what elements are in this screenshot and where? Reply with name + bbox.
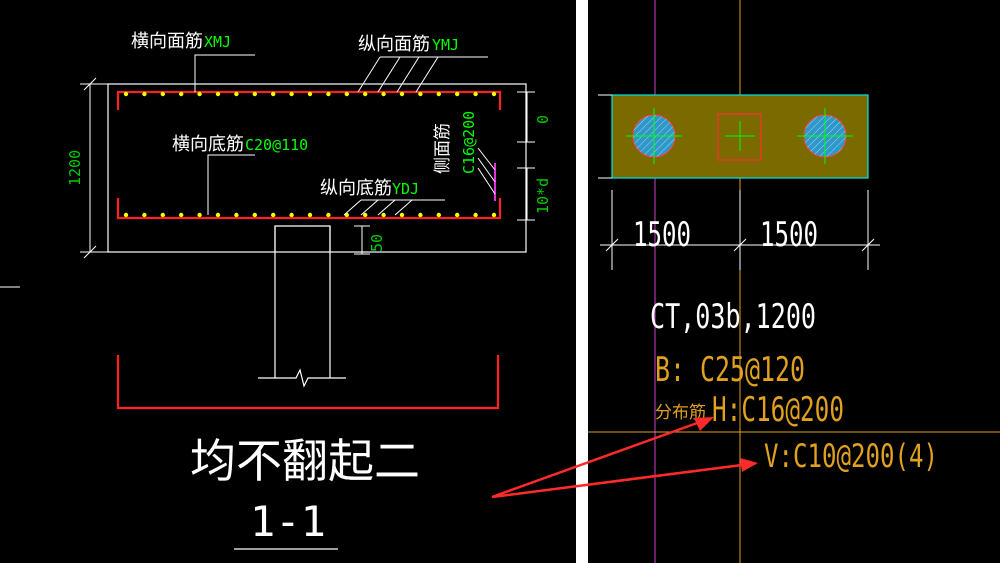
rebar-dot	[418, 91, 423, 97]
rebar-dot	[197, 212, 202, 218]
break-line	[258, 368, 346, 388]
rebar-dot	[363, 212, 368, 218]
rebar-dot	[491, 212, 497, 218]
rebar-dot	[326, 212, 331, 218]
bottom-rebar	[116, 198, 502, 220]
bottom-longitudinal-label: 纵向底筋	[320, 178, 392, 199]
rebar-dot	[418, 212, 423, 218]
horizontal-rebar-spec: H:C16@200	[712, 390, 844, 430]
rebar-dot	[271, 212, 276, 218]
rebar-dot	[123, 212, 129, 218]
rebar-dot	[455, 212, 460, 218]
rebar-dot	[160, 91, 165, 97]
top-longitudinal-code: YMJ	[432, 36, 459, 54]
rebar-dot	[307, 212, 313, 218]
rebar-dot	[344, 91, 349, 97]
column-gap-dimension: 50	[368, 234, 386, 252]
rebar-dot	[142, 91, 147, 97]
rebar-dot	[252, 91, 257, 97]
rebar-dot	[473, 91, 478, 97]
rebar-dot	[289, 91, 294, 97]
rebar-dot	[491, 91, 497, 97]
rebar-dot	[455, 91, 460, 97]
lower-rebar-outline	[116, 355, 500, 410]
rebar-dot	[289, 212, 294, 218]
rebar-dot	[197, 91, 202, 97]
rebar-dot	[473, 212, 478, 218]
dimension-lines	[80, 77, 535, 259]
plan-view: 1500 1500 CT,03b,1200 B: C25@120 分布筋 H:C…	[588, 0, 1000, 563]
leader-lines	[194, 54, 496, 216]
bottom-transverse-code: C20@110	[245, 136, 308, 154]
bottom-rebar-dots	[123, 212, 497, 218]
rebar-dot	[123, 91, 129, 97]
bottom-transverse-label: 横向底筋	[172, 134, 244, 155]
rebar-dot	[326, 91, 331, 97]
side-bar-label: 侧面筋	[433, 123, 453, 174]
annotation-arrows	[491, 417, 758, 499]
top-rebar	[116, 90, 502, 110]
pile-centerlines	[626, 108, 853, 164]
rebar-dot	[179, 91, 184, 97]
section-view: 横向面筋 XMJ 纵向面筋 YMJ 横向底筋 C20@110 纵向底筋 YDJ …	[0, 31, 552, 550]
rebar-dot	[215, 212, 221, 218]
rebar-dot	[436, 212, 441, 218]
rebar-dot	[381, 212, 386, 218]
caption-note: 均不翻起二	[190, 434, 420, 488]
plan-dim-left: 1500	[633, 215, 691, 255]
column-plan	[717, 113, 762, 161]
rebar-dot	[160, 212, 165, 218]
rebar-dot	[399, 212, 405, 218]
distribution-label: 分布筋	[655, 403, 706, 423]
rebar-dot	[234, 212, 239, 218]
rebar-dot	[307, 91, 313, 97]
rebar-dot	[142, 212, 147, 218]
rebar-dot	[363, 91, 368, 97]
cover-dimension: 0	[534, 115, 552, 124]
plan-dimension-lines	[598, 94, 880, 270]
vertical-rebar-spec: V:C10@200(4)	[764, 437, 938, 475]
rebar-dot	[252, 212, 257, 218]
side-bar-code: C16@200	[460, 111, 478, 174]
cap-spec: CT,03b,1200	[650, 297, 816, 337]
top-rebar-dots	[123, 91, 497, 97]
rebar-dot	[179, 212, 184, 218]
rebar-dot	[234, 91, 239, 97]
rebar-dot	[381, 91, 386, 97]
bottom-longitudinal-code: YDJ	[392, 180, 419, 198]
height-dimension: 1200	[66, 150, 84, 186]
top-transverse-code: XMJ	[204, 33, 231, 51]
viewport-divider	[576, 0, 588, 563]
rebar-dot	[436, 91, 441, 97]
rebar-dot	[271, 91, 276, 97]
anchor-dimension: 10*d	[534, 178, 552, 214]
section-id: 1-1	[250, 497, 326, 546]
top-longitudinal-label: 纵向面筋	[358, 34, 430, 55]
top-transverse-label: 横向面筋	[131, 31, 203, 52]
rebar-dot	[215, 91, 221, 97]
bottom-rebar-spec: B: C25@120	[655, 350, 805, 390]
plan-dim-right: 1500	[760, 215, 818, 255]
column-stub	[274, 225, 331, 252]
rebar-dot	[399, 91, 405, 97]
